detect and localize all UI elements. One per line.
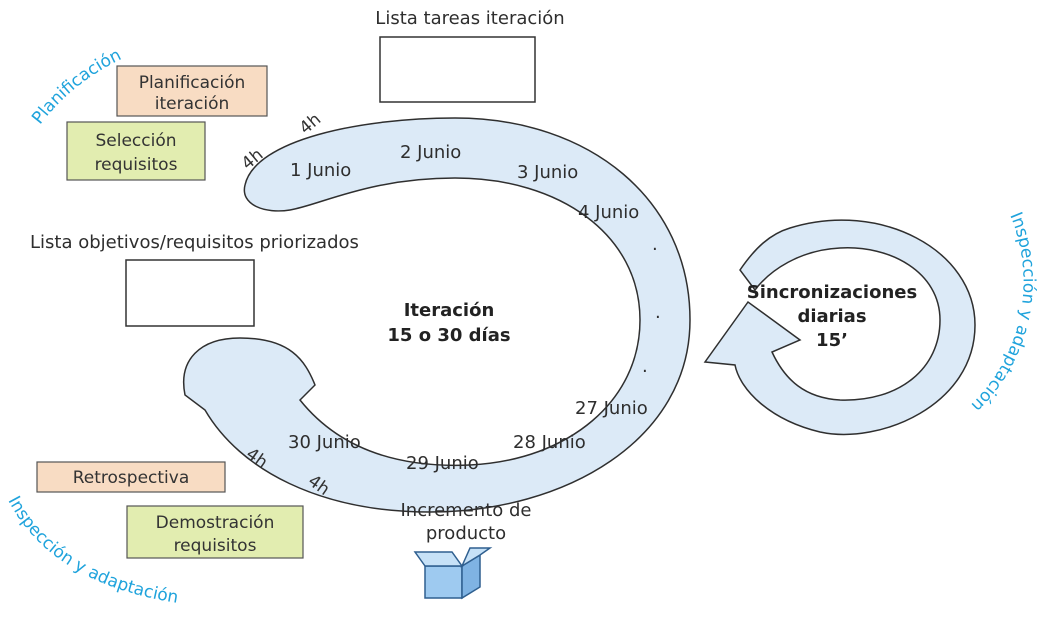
day-28: 28 Junio: [513, 432, 586, 453]
incremento-line1: Incremento de: [400, 500, 531, 521]
planificacion-iteracion-line1: Planificación: [139, 73, 246, 93]
incremento-line2: producto: [426, 523, 506, 544]
sync-title-line2: diarias: [797, 306, 866, 327]
retrospectiva-box: [36, 461, 226, 493]
day-1: 1 Junio: [290, 160, 351, 181]
seleccion-requisitos-box: [66, 121, 206, 181]
lista-tareas-box: [379, 36, 536, 103]
lista-tareas-label: Lista tareas iteración: [375, 8, 564, 29]
demostracion-line1: Demostración: [156, 513, 275, 533]
iteracion-duration: 15 o 30 días: [387, 325, 510, 346]
planificacion-iteracion-line2: iteración: [155, 94, 230, 114]
dot-3: .: [642, 356, 648, 377]
inspeccion-right-label: Inspección y adaptación: [967, 209, 1039, 415]
dot-1: .: [652, 234, 658, 255]
retrospectiva-label: Retrospectiva: [73, 468, 190, 488]
sync-arrow: [703, 219, 976, 436]
iteracion-title: Iteración: [404, 300, 495, 321]
iteration-ring: [183, 117, 691, 513]
day-27: 27 Junio: [575, 398, 648, 419]
lista-objetivos-label: Lista objetivos/requisitos priorizados: [30, 232, 359, 253]
planificacion-arc-label: Planificación: [28, 45, 124, 128]
product-box-icon: [413, 547, 493, 600]
planificacion-iteracion-box: [116, 65, 268, 117]
planificacion-textpath: Planificación: [28, 45, 124, 128]
day-4: 4 Junio: [578, 202, 639, 223]
day-29: 29 Junio: [406, 453, 479, 474]
demostracion-requisitos-box: [126, 505, 304, 559]
inspeccion-right-textpath: Inspección y adaptación: [967, 209, 1039, 415]
dot-2: .: [655, 302, 661, 323]
seleccion-requisitos-line1: Selección: [95, 131, 176, 151]
day-3: 3 Junio: [517, 162, 578, 183]
seleccion-requisitos-line2: requisitos: [95, 155, 178, 175]
sync-title-line3: 15’: [816, 330, 848, 351]
demostracion-line2: requisitos: [174, 536, 257, 556]
lista-objetivos-box: [125, 259, 255, 327]
day-30: 30 Junio: [288, 432, 361, 453]
sync-title-line1: Sincronizaciones: [747, 282, 917, 303]
day-2: 2 Junio: [400, 142, 461, 163]
